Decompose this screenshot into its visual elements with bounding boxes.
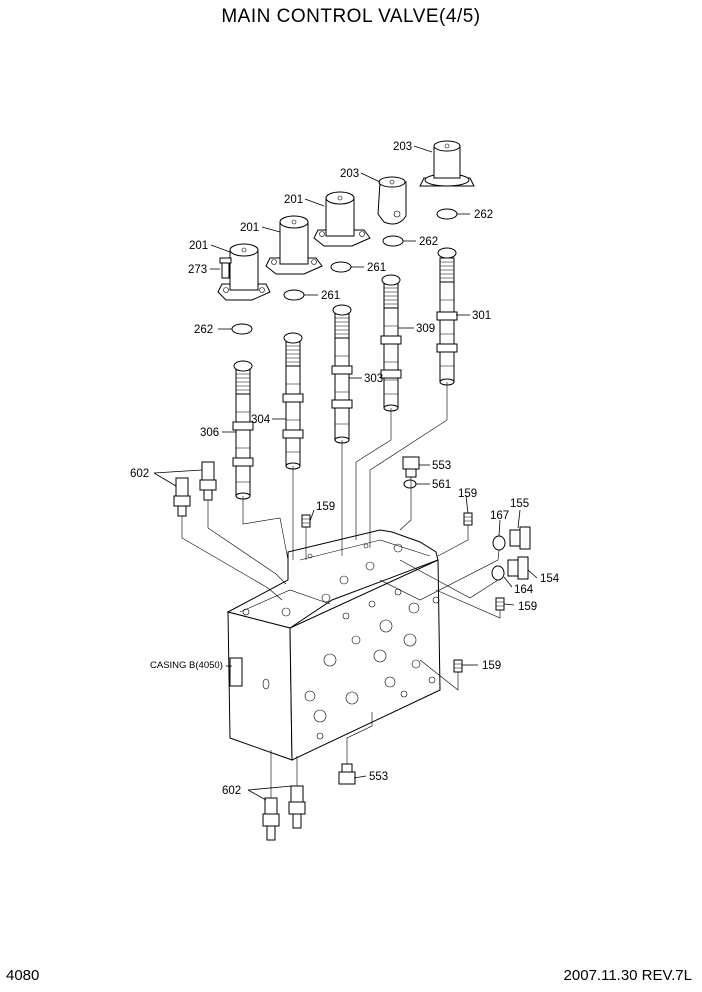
valve-casing-body [226, 529, 441, 761]
set-screw-159-b [463, 512, 473, 526]
leader-lines [153, 145, 538, 801]
part-labels: 203 203 201 201 201 273 262 262 261 261 … [130, 141, 560, 797]
set-screw-159-c [495, 597, 505, 611]
plug-553-upper [402, 456, 420, 478]
label-201-middle: 201 [240, 222, 259, 234]
o-ring-167 [492, 535, 506, 551]
label-155: 155 [510, 498, 529, 510]
label-201-right: 201 [284, 194, 303, 206]
label-301: 301 [472, 310, 491, 322]
label-159-right: 159 [518, 601, 537, 613]
spool-303 [331, 304, 353, 444]
screw-273 [219, 257, 232, 279]
label-602-upper: 602 [130, 468, 149, 480]
label-303: 303 [364, 373, 383, 385]
spool-301 [436, 247, 458, 386]
pressure-sensor-602-lower-a [262, 797, 280, 841]
label-553-lower: 553 [369, 771, 388, 783]
label-159-top: 159 [458, 488, 477, 500]
label-164: 164 [514, 584, 534, 596]
page-title: MAIN CONTROL VALVE(4/5) [221, 6, 481, 27]
label-262-mid: 262 [419, 236, 438, 248]
pressure-sensor-602-upper-b [199, 461, 217, 501]
spool-306 [232, 360, 254, 500]
o-ring-262-left [231, 323, 253, 335]
pressure-sensor-602-upper-a [173, 477, 191, 517]
label-154: 154 [540, 573, 560, 585]
revision-date: 2007.11.30 REV.7L [563, 967, 692, 984]
label-261-left: 261 [321, 290, 340, 302]
o-ring-262-mid [382, 235, 404, 247]
fitting-155 [509, 526, 531, 550]
label-273: 273 [188, 264, 207, 276]
label-309: 309 [416, 323, 435, 335]
pressure-sensor-602-lower-b [288, 785, 306, 829]
label-304: 304 [251, 414, 271, 426]
plug-553-lower [338, 763, 356, 785]
label-159-upper-left: 159 [316, 501, 335, 513]
label-602-lower: 602 [222, 785, 241, 797]
o-ring-561 [403, 479, 417, 489]
label-casing: CASING B(4050) [150, 660, 223, 671]
solenoid-cover-201-right [313, 191, 371, 247]
label-203-right: 203 [393, 141, 412, 153]
label-561: 561 [432, 479, 451, 491]
label-262-left: 262 [194, 324, 213, 336]
fitting-154 [507, 556, 529, 580]
label-159-lower: 159 [482, 660, 501, 672]
label-553-upper: 553 [432, 460, 451, 472]
solenoid-cover-203-right [419, 140, 475, 187]
o-ring-261-left [283, 289, 305, 301]
page-number: 4080 [6, 967, 40, 984]
spool-304 [282, 332, 304, 470]
label-203-left: 203 [340, 168, 359, 180]
label-167: 167 [490, 510, 509, 522]
solenoid-cover-203-left [377, 176, 407, 225]
label-261-right: 261 [367, 262, 386, 274]
o-ring-262-top [436, 208, 458, 220]
label-262-top: 262 [474, 209, 493, 221]
solenoid-cover-201-middle [265, 215, 323, 275]
label-306: 306 [200, 427, 219, 439]
spool-309 [380, 274, 402, 412]
o-ring-261-right [330, 261, 352, 273]
set-screw-159-d [453, 659, 463, 673]
label-201-left: 201 [189, 240, 208, 252]
set-screw-159-a [301, 514, 311, 528]
solenoid-cover-201-left [217, 243, 271, 301]
o-ring-164 [491, 565, 505, 581]
